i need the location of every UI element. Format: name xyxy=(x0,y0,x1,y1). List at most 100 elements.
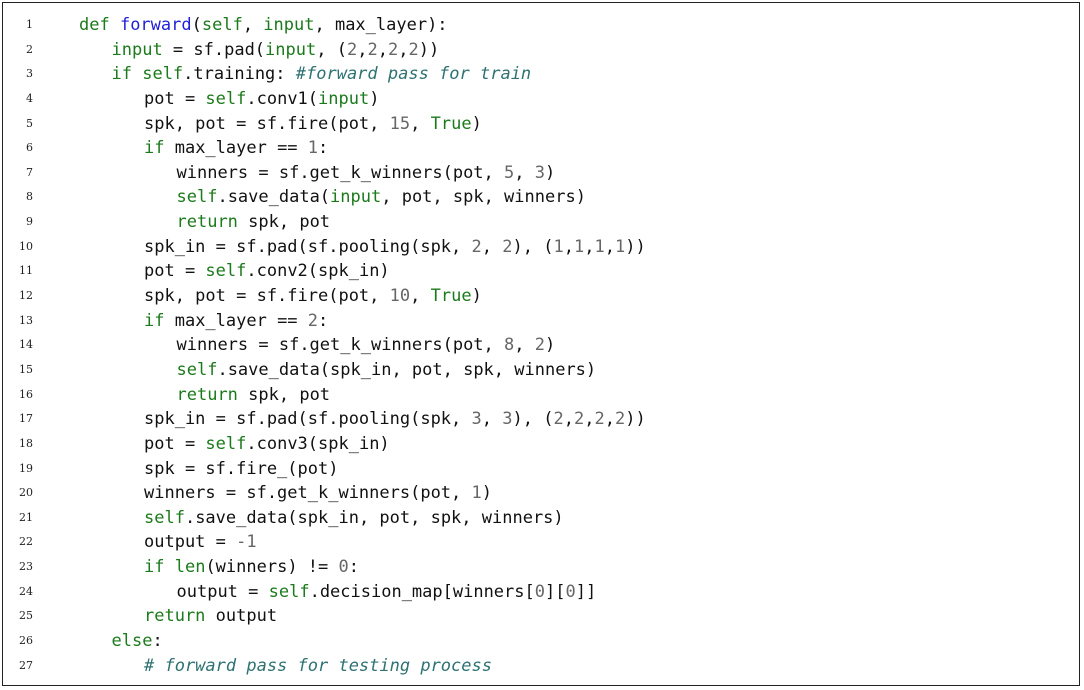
code-token: self xyxy=(268,581,310,602)
code-token: .save_data( xyxy=(217,187,331,208)
line-number: 26 xyxy=(19,634,33,648)
code-text: self.save_data(input, pot, spk, winners) xyxy=(177,185,586,210)
code-token: forward xyxy=(119,15,192,35)
code-token: : xyxy=(318,310,329,331)
code-token: 0 xyxy=(565,581,576,602)
line-number: 14 xyxy=(19,338,33,352)
code-token: #forward pass for train xyxy=(295,64,532,85)
code-token: ) xyxy=(369,88,380,109)
code-line: 8 self.save_data(input, pot, spk, winners… xyxy=(3,185,1079,210)
line-number: 22 xyxy=(19,535,33,549)
code-token: ) xyxy=(471,286,482,307)
code-token: 2 xyxy=(553,409,564,430)
code-token: pot = xyxy=(144,433,206,454)
code-text: if max_layer == 2: xyxy=(144,309,328,334)
code-text: output = self.decision_map[winners[0][0]… xyxy=(177,580,597,605)
code-token: self xyxy=(176,187,218,208)
code-token: 2 xyxy=(387,39,399,60)
code-text: return output xyxy=(144,604,277,629)
code-token: if xyxy=(111,64,143,85)
code-token: 2 xyxy=(307,310,319,331)
line-number: 18 xyxy=(19,436,33,450)
code-token: 3 xyxy=(471,409,482,430)
code-token: output = xyxy=(176,581,269,602)
code-token: ) xyxy=(481,483,493,504)
code-token: len xyxy=(174,557,206,578)
code-token: ( xyxy=(191,15,202,35)
line-number: 10 xyxy=(19,239,33,253)
code-token: 1 xyxy=(553,236,564,257)
code-token: 1 xyxy=(614,236,626,257)
code-token: 2 xyxy=(367,39,378,60)
code-token: 2 xyxy=(471,236,482,257)
code-token: winners = sf.get_k_winners(pot, xyxy=(176,335,505,356)
code-token: : xyxy=(318,138,329,159)
code-text: if max_layer == 1: xyxy=(144,136,328,161)
code-token: if xyxy=(144,310,165,331)
code-token: self xyxy=(205,261,247,282)
code-token: if xyxy=(144,138,165,159)
code-token: , pot, spk, winners) xyxy=(381,187,586,208)
line-number: 2 xyxy=(26,42,33,56)
code-token: spk_in = sf.pad(sf.pooling(spk, xyxy=(144,236,472,257)
code-token: spk = sf.fire_(pot) xyxy=(144,458,339,479)
code-token: .conv2(spk_in) xyxy=(246,261,390,282)
code-token: , xyxy=(410,286,431,307)
line-number: 25 xyxy=(19,609,33,623)
code-line: 25 return output xyxy=(3,604,1079,629)
code-token: , xyxy=(563,236,574,257)
code-token: .save_data(spk_in, pot, spk, winners) xyxy=(217,359,597,380)
code-token: 0 xyxy=(338,557,349,578)
code-token: ][ xyxy=(545,581,566,602)
code-text: winners = sf.get_k_winners(pot, 8, 2) xyxy=(177,333,556,358)
code-token: 2 xyxy=(408,39,419,60)
code-token: spk, pot = sf.fire(pot, xyxy=(144,286,390,307)
code-token: return xyxy=(176,212,238,233)
code-token: pot = xyxy=(144,88,206,109)
line-number: 9 xyxy=(26,215,33,229)
line-number: 27 xyxy=(19,658,33,672)
code-token: True xyxy=(430,286,472,307)
code-token: self xyxy=(176,359,218,380)
code-token: True xyxy=(430,113,472,134)
code-token: ) xyxy=(545,335,556,356)
line-number: 21 xyxy=(19,510,33,524)
code-token: : xyxy=(152,631,163,652)
code-token: = sf.pad( xyxy=(162,39,266,60)
code-token: output xyxy=(205,606,278,627)
code-token: , xyxy=(481,236,503,257)
code-line: 26 else: xyxy=(3,629,1079,654)
code-token: 1 xyxy=(471,483,482,504)
line-number: 16 xyxy=(19,387,33,401)
line-number: 8 xyxy=(26,190,33,204)
code-text: else: xyxy=(112,629,163,654)
code-token: 15 xyxy=(389,113,411,134)
code-token: )) xyxy=(625,409,646,430)
code-token: -1 xyxy=(236,532,257,553)
code-token: .save_data(spk_in, pot, spk, winners) xyxy=(184,507,564,528)
line-number: 4 xyxy=(26,91,33,105)
code-text: winners = sf.get_k_winners(pot, 5, 3) xyxy=(177,161,556,186)
code-token: max_layer == xyxy=(164,310,308,331)
code-token: return xyxy=(144,606,206,627)
line-number: 3 xyxy=(26,67,33,81)
code-token: # forward pass for testing process xyxy=(144,655,492,676)
code-text: spk, pot = sf.fire(pot, 10, True) xyxy=(144,284,482,309)
code-text: spk, pot = sf.fire(pot, 15, True) xyxy=(144,112,482,137)
line-number: 7 xyxy=(26,165,33,179)
code-token: output = xyxy=(144,532,237,553)
code-token: spk_in = sf.pad(sf.pooling(spk, xyxy=(144,409,472,430)
code-token: : xyxy=(348,557,359,578)
code-token: input xyxy=(263,15,315,35)
code-token: , xyxy=(242,15,264,35)
code-token: , xyxy=(514,335,535,356)
